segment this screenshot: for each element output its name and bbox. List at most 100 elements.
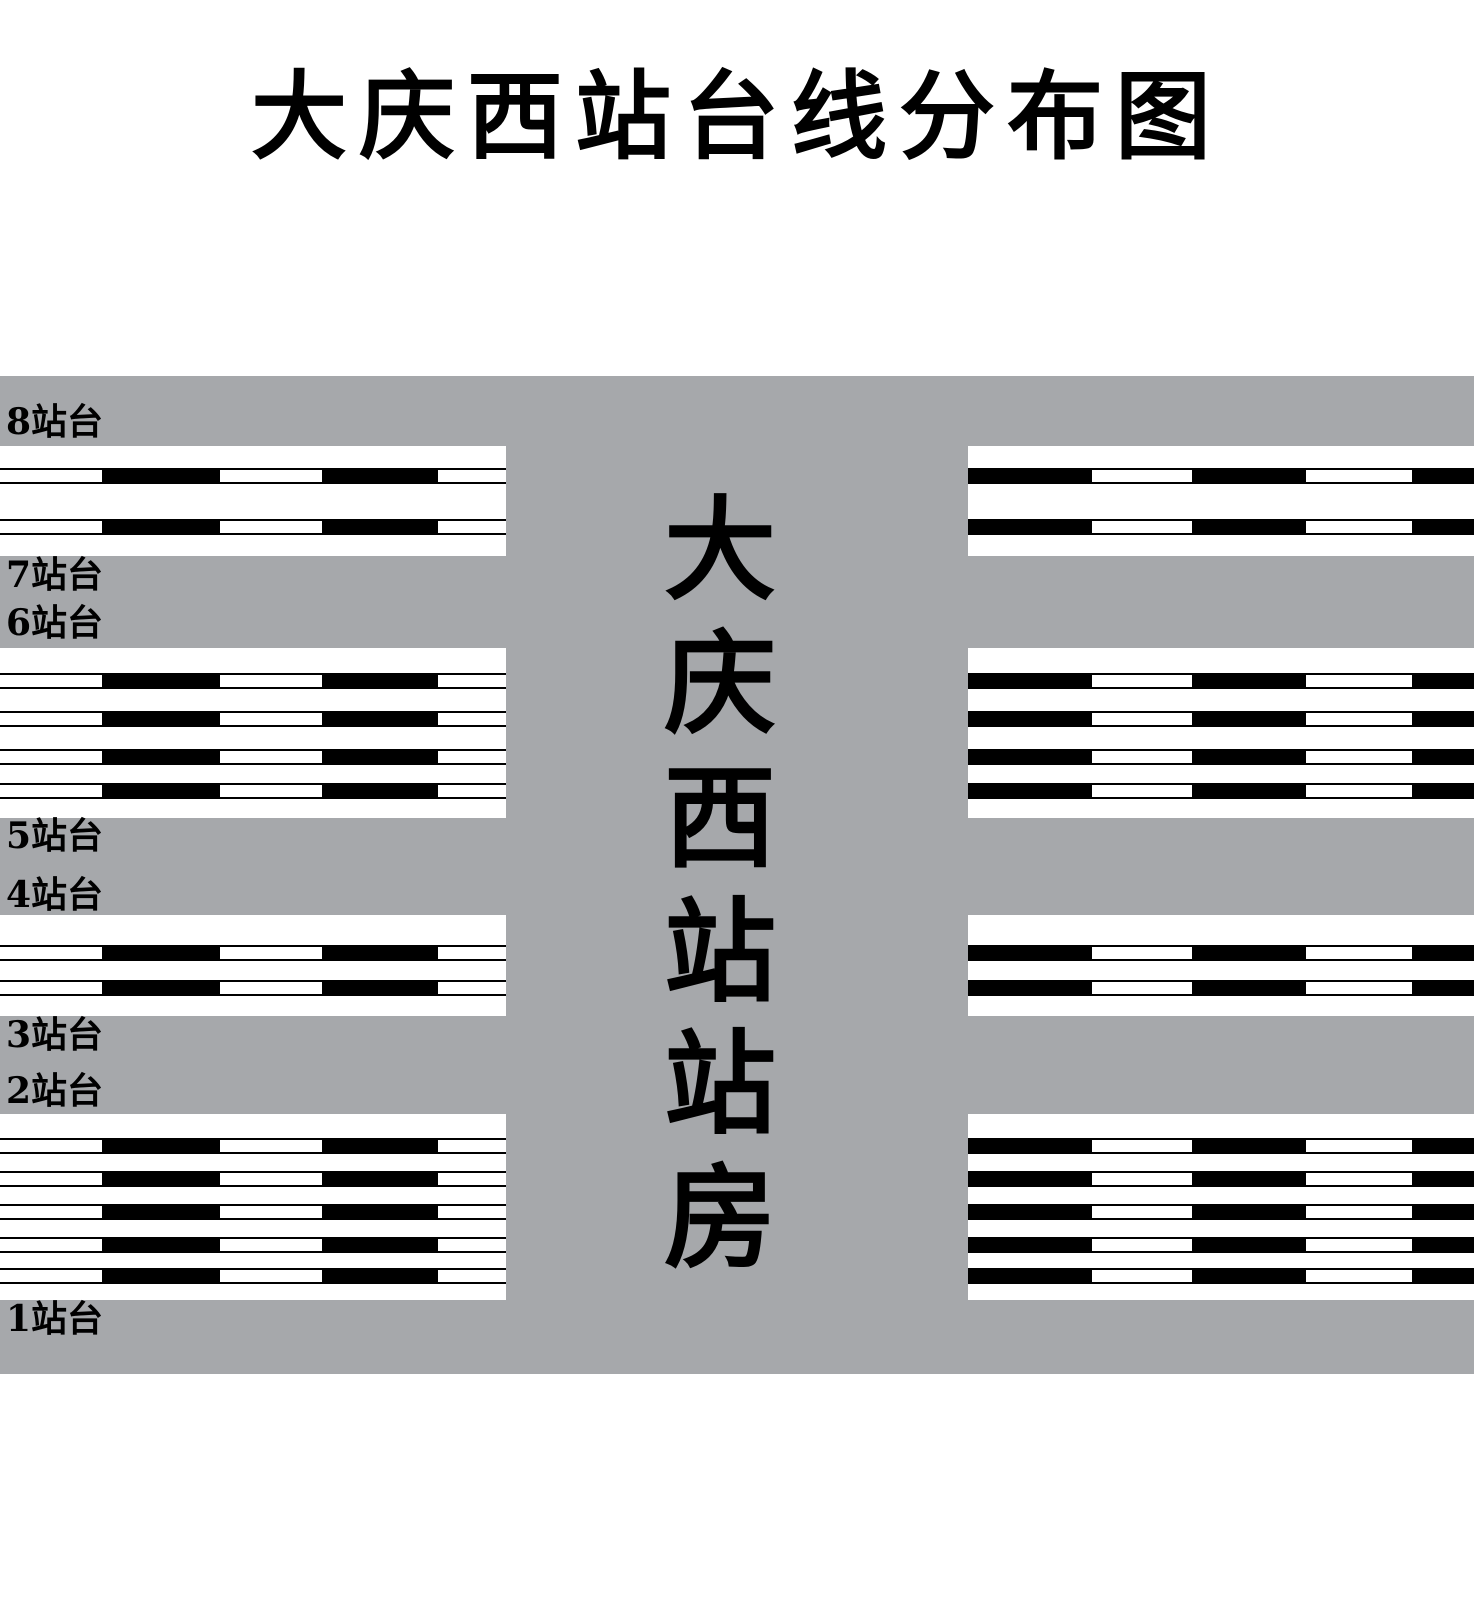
track-dash: [322, 1140, 438, 1152]
platform-label-7: 7站台: [6, 554, 104, 596]
track: [968, 711, 1474, 727]
track-dash: [968, 675, 1092, 687]
track-dash: [1192, 713, 1306, 725]
track-dash: [322, 675, 438, 687]
track: [0, 673, 506, 689]
track-dash: [322, 1206, 438, 1218]
track-dash: [322, 751, 438, 763]
track-dash: [102, 1206, 220, 1218]
track-dash: [322, 1239, 438, 1251]
track: [0, 519, 506, 535]
track: [0, 945, 506, 961]
track-dash: [102, 1239, 220, 1251]
track: [0, 1171, 506, 1187]
track-dash: [102, 521, 220, 533]
track-dash: [322, 521, 438, 533]
track-dash: [1412, 947, 1474, 959]
track: [0, 1204, 506, 1220]
track-dash: [322, 713, 438, 725]
track: [0, 711, 506, 727]
track-dash: [102, 713, 220, 725]
platform-label-2: 2站台: [6, 1070, 104, 1112]
track-dash: [1192, 947, 1306, 959]
track: [968, 1204, 1474, 1220]
track: [968, 749, 1474, 765]
station-building-char: 站: [664, 1019, 776, 1150]
track-dash: [968, 1270, 1092, 1282]
platform-label-1: 1站台: [6, 1298, 104, 1340]
track: [0, 1237, 506, 1253]
track: [968, 945, 1474, 961]
platform-label-4: 4站台: [6, 874, 104, 916]
track: [968, 1138, 1474, 1154]
station-building: [506, 376, 968, 1374]
track: [0, 980, 506, 996]
track-group-b-left: [0, 648, 506, 818]
track-dash: [322, 982, 438, 994]
track-dash: [1192, 675, 1306, 687]
track-group-d-left: [0, 1114, 506, 1300]
track: [0, 1138, 506, 1154]
track-group-a-right: [968, 446, 1474, 556]
station-building-char: 庆: [664, 619, 776, 750]
track-dash: [1412, 1239, 1474, 1251]
track: [0, 783, 506, 799]
track-dash: [322, 785, 438, 797]
track-dash: [102, 1140, 220, 1152]
track-dash: [1192, 1173, 1306, 1185]
track-dash: [1412, 470, 1474, 482]
station-building-char: 西: [664, 753, 776, 884]
track-dash: [102, 675, 220, 687]
track-dash: [322, 1270, 438, 1282]
station-building-char: 房: [664, 1153, 776, 1284]
track-dash: [1412, 1206, 1474, 1218]
track-dash: [1412, 1140, 1474, 1152]
track-dash: [102, 1173, 220, 1185]
track-dash: [1412, 1270, 1474, 1282]
track: [968, 1171, 1474, 1187]
track-dash: [968, 947, 1092, 959]
track-dash: [322, 947, 438, 959]
platform-label-6: 6站台: [6, 602, 104, 644]
diagram-title: 大庆西站台线分布图: [251, 60, 1223, 173]
track-dash: [968, 1206, 1092, 1218]
track-dash: [1192, 470, 1306, 482]
track-dash: [1412, 785, 1474, 797]
track: [968, 783, 1474, 799]
platform-label-8: 8站台: [6, 401, 104, 443]
track-dash: [968, 751, 1092, 763]
platform-label-3: 3站台: [6, 1014, 104, 1056]
track-dash: [102, 785, 220, 797]
track-dash: [1192, 1206, 1306, 1218]
track-dash: [1412, 1173, 1474, 1185]
track-dash: [968, 1239, 1092, 1251]
track-dash: [968, 713, 1092, 725]
track-dash: [1192, 1140, 1306, 1152]
track-dash: [102, 947, 220, 959]
track-group-a-left: [0, 446, 506, 556]
track-dash: [968, 1173, 1092, 1185]
track-dash: [1412, 982, 1474, 994]
track: [0, 749, 506, 765]
track-dash: [102, 1270, 220, 1282]
track-dash: [1412, 751, 1474, 763]
track-dash: [968, 470, 1092, 482]
track: [968, 1268, 1474, 1284]
track: [0, 468, 506, 484]
track-dash: [1412, 675, 1474, 687]
track-dash: [968, 785, 1092, 797]
track-dash: [322, 1173, 438, 1185]
track: [968, 980, 1474, 996]
track: [968, 468, 1474, 484]
track: [968, 673, 1474, 689]
track-dash: [1192, 1270, 1306, 1282]
track-dash: [1192, 1239, 1306, 1251]
track-dash: [968, 982, 1092, 994]
track-dash: [322, 470, 438, 482]
track: [0, 1268, 506, 1284]
station-building-char: 大: [664, 485, 776, 616]
station-building-char: 站: [664, 887, 776, 1018]
track-group-c-right: [968, 915, 1474, 1016]
track-dash: [1412, 521, 1474, 533]
track-dash: [102, 982, 220, 994]
